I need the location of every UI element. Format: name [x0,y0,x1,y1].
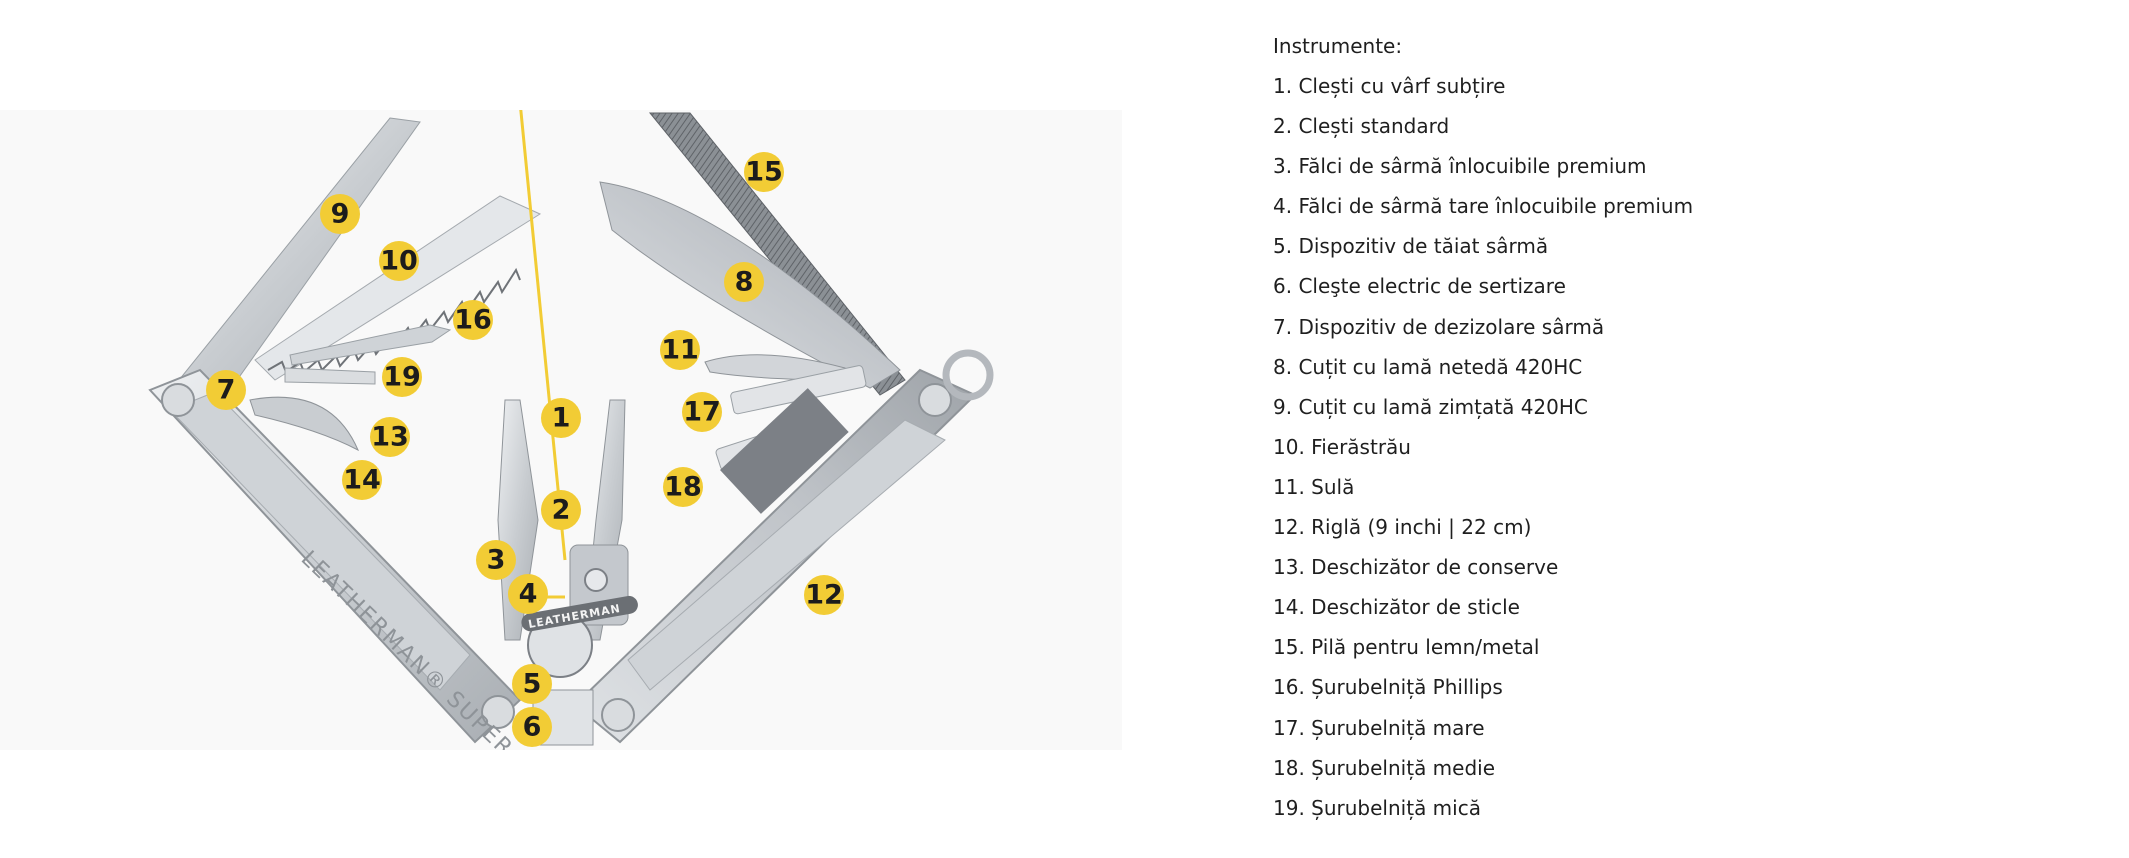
badge-10: 10 [379,241,419,281]
badge-8: 8 [724,262,764,302]
badges: 1 2 3 4 5 6 7 8 9 10 11 12 13 14 15 16 1… [206,152,844,747]
svg-text:19: 19 [383,362,421,393]
badge-14: 14 [342,460,382,500]
legend-item: 11. Sulă [1273,474,1355,499]
svg-text:16: 16 [454,305,492,336]
tool-legend: Instrumente: 1. Clești cu vârf subțire 2… [1273,26,2093,828]
legend-item: 16. Șurubelniță Phillips [1273,675,1503,700]
badge-3: 3 [476,540,516,580]
small-driver [284,367,376,385]
svg-text:3: 3 [487,545,506,576]
badge-18: 18 [663,467,703,507]
badge-2: 2 [541,490,581,530]
legend-item: 4. Fălci de sârmă tare înlocuibile premi… [1273,194,1694,219]
badge-11: 11 [660,330,700,370]
badge-12: 12 [804,575,844,615]
badge-6: 6 [512,707,552,747]
legend-item: 9. Cuțit cu lamă zimțată 420HC [1273,394,1588,419]
badge-17: 17 [682,392,722,432]
legend-item: 7. Dispozitiv de dezizolare sârmă [1273,314,1605,339]
legend-item: 1. Clești cu vârf subțire [1273,74,1506,98]
legend-item: 19. Șurubelniță mică [1273,795,1481,820]
svg-text:5: 5 [523,669,542,700]
badge-7: 7 [206,370,246,410]
badge-19: 19 [382,357,422,397]
legend-item: 15. Pilă pentru lemn/metal [1273,635,1540,660]
legend-title: Instrumente: [1273,34,1403,58]
legend-item: 6. Cleşte electric de sertizare [1273,274,1566,299]
svg-text:12: 12 [805,580,843,611]
legend-list: 1. Clești cu vârf subțire 2. Clești stan… [1273,66,2093,828]
badge-5: 5 [512,664,552,704]
svg-text:11: 11 [661,335,699,366]
svg-text:9: 9 [331,199,350,230]
saw-blade [254,195,542,381]
badge-13: 13 [370,417,410,457]
svg-text:15: 15 [745,157,783,188]
lanyard-ring [942,349,994,401]
svg-text:1: 1 [552,403,571,434]
badge-4: 4 [508,574,548,614]
svg-text:6: 6 [523,712,542,743]
multitool-photo: LEATHERMAN® SUPER TOOL® 300 LEATHERMAN [0,110,1122,750]
legend-item: 8. Cuțit cu lamă netedă 420HC [1273,354,1583,379]
svg-text:18: 18 [664,472,702,503]
badge-9: 9 [320,194,360,234]
svg-text:13: 13 [371,422,409,453]
legend-item: 18. Șurubelniță medie [1273,755,1496,780]
legend-item: 3. Fălci de sârmă înlocuibile premium [1273,154,1647,179]
svg-text:7: 7 [217,375,236,406]
can-opener-hook [249,396,360,452]
legend-item: 13. Deschizător de conserve [1273,555,1559,580]
svg-text:4: 4 [519,579,538,610]
legend-item: 2. Clești standard [1273,114,1450,139]
legend-item: 5. Dispozitiv de tăiat sârmă [1273,234,1549,259]
badge-15: 15 [744,152,784,192]
badge-1: 1 [541,398,581,438]
svg-text:2: 2 [552,495,571,526]
svg-text:14: 14 [343,465,381,496]
phillips-bit [289,324,452,366]
legend-item: 12. Riglă (9 inchi | 22 cm) [1273,515,1532,540]
legend-item: 17. Șurubelniță mare [1273,715,1485,740]
right-handle [573,349,994,744]
legend-item: 14. Deschizător de sticle [1273,595,1520,620]
svg-text:8: 8 [735,267,754,298]
svg-text:10: 10 [380,246,418,277]
legend-item: 10. Fierăstrău [1273,434,1411,459]
svg-text:17: 17 [683,397,721,428]
badge-16: 16 [453,300,493,340]
